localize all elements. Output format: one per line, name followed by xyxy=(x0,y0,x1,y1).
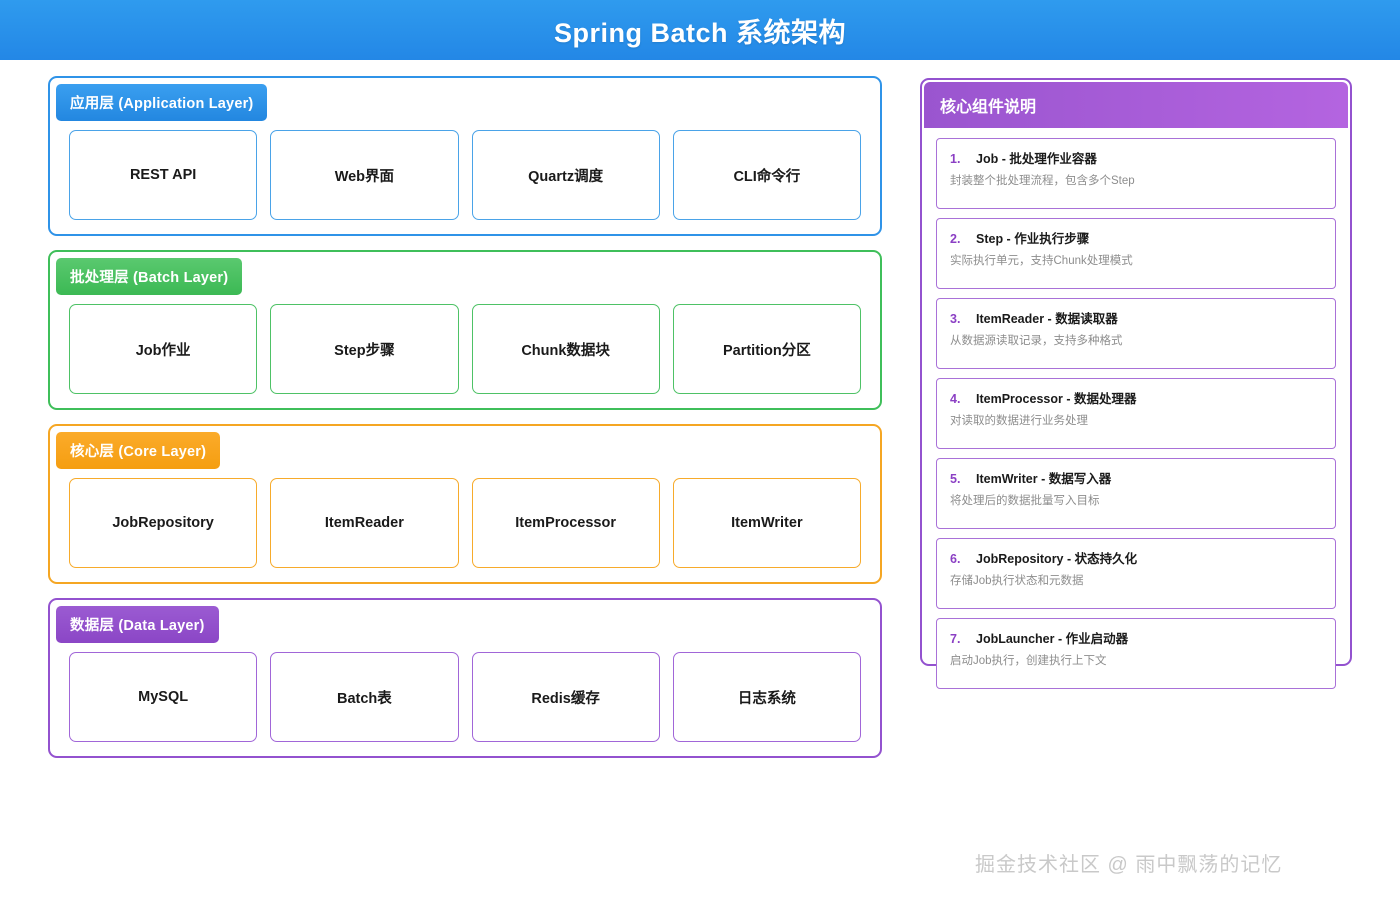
layer-header-core-layer: 核心层 (Core Layer) xyxy=(56,432,221,469)
legend-title: 核心组件说明 xyxy=(924,82,1348,128)
legend-item-number: 5. xyxy=(950,472,961,486)
component-box[interactable]: Batch表 xyxy=(270,652,459,742)
legend-list: 1. Job - 批处理作业容器封装整个批处理流程，包含多个Step 2. Step … xyxy=(922,128,1350,689)
component-box[interactable]: Chunk数据块 xyxy=(471,304,660,394)
legend-item-name: ItemWriter - 数据写入器 xyxy=(976,472,1112,486)
page-title: Spring Batch 系统架构 xyxy=(553,17,846,48)
legend-item-heading: 7. JobLauncher - 作业启动器 xyxy=(950,628,1322,647)
legend-item-description: 存储Job执行状态和元数据 xyxy=(950,575,1084,587)
component-box[interactable]: Web界面 xyxy=(270,130,459,220)
legend-item-heading: 4. ItemProcessor - 数据处理器 xyxy=(950,388,1322,407)
legend-item-number: 2. xyxy=(950,232,961,246)
component-box[interactable]: Job作业 xyxy=(69,304,258,394)
component-box[interactable]: Redis缓存 xyxy=(471,652,660,742)
component-box[interactable]: CLI命令行 xyxy=(672,130,861,220)
legend-item-name: Job - 批处理作业容器 xyxy=(976,152,1097,166)
legend-item-description: 封装整个批处理流程，包含多个Step xyxy=(950,175,1135,187)
legend-item-number: 1. xyxy=(950,152,961,166)
component-box[interactable]: REST API xyxy=(69,130,258,220)
component-box[interactable]: 日志系统 xyxy=(672,652,861,742)
legend-item-heading: 1. Job - 批处理作业容器 xyxy=(950,148,1322,167)
legend-panel: 核心组件说明 1. Job - 批处理作业容器封装整个批处理流程，包含多个Step… xyxy=(920,78,1352,689)
legend-item[interactable]: 3. ItemReader - 数据读取器从数据源读取记录，支持多种格式 xyxy=(936,298,1336,369)
component-box[interactable]: MySQL xyxy=(69,652,258,742)
legend-item-number: 6. xyxy=(950,552,961,566)
legend-item-number: 4. xyxy=(950,392,961,406)
legend-item[interactable]: 7. JobLauncher - 作业启动器启动Job执行，创建执行上下文 xyxy=(936,618,1336,689)
legend-item[interactable]: 2. Step - 作业执行步骤实际执行单元，支持Chunk处理模式 xyxy=(936,218,1336,289)
legend-item-heading: 3. ItemReader - 数据读取器 xyxy=(950,308,1322,327)
component-box[interactable]: Step步骤 xyxy=(270,304,459,394)
component-box[interactable]: Partition分区 xyxy=(672,304,861,394)
component-box[interactable]: Quartz调度 xyxy=(471,130,660,220)
layer-header-application-layer: 应用层 (Application Layer) xyxy=(56,84,268,121)
layer-header-batch-layer: 批处理层 (Batch Layer) xyxy=(56,258,243,295)
legend-item-heading: 2. Step - 作业执行步骤 xyxy=(950,228,1322,247)
legend-item-description: 实际执行单元，支持Chunk处理模式 xyxy=(950,255,1133,267)
legend-item-heading: 6. JobRepository - 状态持久化 xyxy=(950,548,1322,567)
legend-item-name: ItemProcessor - 数据处理器 xyxy=(976,392,1137,406)
legend-item[interactable]: 5. ItemWriter - 数据写入器将处理后的数据批量写入目标 xyxy=(936,458,1336,529)
legend-item-name: ItemReader - 数据读取器 xyxy=(976,312,1118,326)
legend-item-heading: 5. ItemWriter - 数据写入器 xyxy=(950,468,1322,487)
page-header: Spring Batch 系统架构 xyxy=(0,0,1400,60)
legend-item-name: JobRepository - 状态持久化 xyxy=(976,552,1138,566)
legend-item-name: JobLauncher - 作业启动器 xyxy=(976,632,1129,646)
legend-item-number: 3. xyxy=(950,312,961,326)
watermark: 掘金技术社区 @ 雨中飘荡的记忆 xyxy=(975,854,1283,876)
legend-item-description: 将处理后的数据批量写入目标 xyxy=(950,495,1100,507)
layer-header-data-layer: 数据层 (Data Layer) xyxy=(56,606,219,643)
component-box[interactable]: ItemReader xyxy=(270,478,459,568)
legend-item[interactable]: 1. Job - 批处理作业容器封装整个批处理流程，包含多个Step xyxy=(936,138,1336,209)
legend-item-number: 7. xyxy=(950,632,961,646)
component-box[interactable]: ItemWriter xyxy=(672,478,861,568)
legend-item-name: Step - 作业执行步骤 xyxy=(976,232,1090,246)
legend-column: 核心组件说明 1. Job - 批处理作业容器封装整个批处理流程，包含多个Step… xyxy=(920,78,1352,689)
component-box[interactable]: ItemProcessor xyxy=(471,478,660,568)
legend-item[interactable]: 6. JobRepository - 状态持久化存储Job执行状态和元数据 xyxy=(936,538,1336,609)
legend-item-description: 启动Job执行，创建执行上下文 xyxy=(950,655,1107,667)
component-box[interactable]: JobRepository xyxy=(69,478,258,568)
legend-item-description: 对读取的数据进行业务处理 xyxy=(950,415,1088,427)
legend-item[interactable]: 4. ItemProcessor - 数据处理器对读取的数据进行业务处理 xyxy=(936,378,1336,449)
legend-item-description: 从数据源读取记录，支持多种格式 xyxy=(950,335,1123,347)
